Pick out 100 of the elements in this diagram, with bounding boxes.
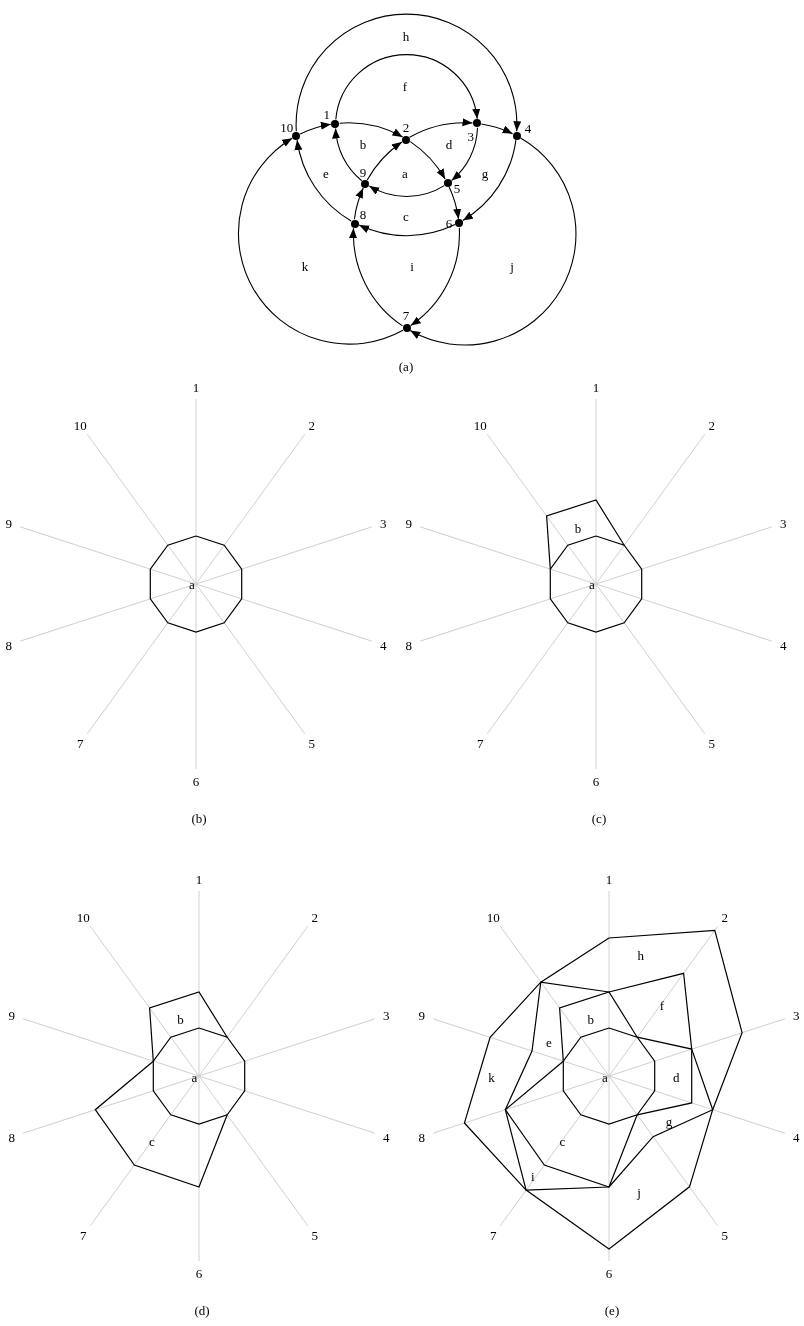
spoke-label: 9 [5,516,12,530]
vertex-label: 2 [402,120,410,134]
face-label: h [637,948,644,962]
vertex-dot [331,120,340,128]
panel-caption: (c) [591,811,607,825]
panel-caption: (d) [194,1303,210,1317]
arc-arrow [353,187,364,220]
spoke-label: 5 [311,1228,319,1242]
vertex-dot [402,323,411,332]
arc-arrow [299,122,332,135]
spoke-label: 1 [192,380,200,394]
spoke-label: 2 [308,418,316,432]
arc-arrow [409,141,446,180]
arc-arrow [368,185,445,197]
face-label: f [659,998,664,1012]
arc-arrow [462,139,517,221]
vertex-label: 7 [402,308,410,322]
spoke-label: 3 [380,516,387,530]
spoke-label: 9 [8,1008,15,1022]
spoke-label: 10 [486,910,500,924]
arc-arrow [410,227,460,327]
spoke-label: 7 [489,1228,497,1242]
spoke-label: 8 [8,1130,15,1144]
face-label: f [402,79,408,93]
vertex-label: 4 [524,121,532,135]
vertex-label: 9 [359,165,367,179]
face-label: d [445,137,453,151]
spoke-label: 6 [192,774,200,788]
face-label: k [488,1070,495,1084]
spoke-label: 5 [308,736,316,750]
arc-arrow [332,127,363,182]
spoke-label: 6 [605,1266,613,1280]
arc-arrow [358,224,456,237]
face-label: a [589,577,595,591]
vertex-label: 1 [323,107,330,121]
face-label: b [177,1012,184,1026]
spoke-label: 2 [708,418,716,432]
arc-arrow [409,137,577,346]
arc-arrow [451,127,479,181]
spoke-label: 9 [418,1008,425,1022]
spoke-label: 5 [708,736,716,750]
spoke-label: 9 [405,516,412,530]
face-label: j [510,259,514,273]
face-label: k [301,259,309,273]
spoke-label: 6 [195,1266,203,1280]
vertex-dot [512,131,521,140]
arc-arrow [335,54,480,121]
spoke-label: 8 [5,638,12,652]
vertex-label: 3 [467,129,474,143]
face-label: a [191,1070,198,1084]
face-label: d [672,1070,680,1084]
spoke-label: 3 [383,1008,390,1022]
spoke-label: 2 [721,910,729,924]
face-label: i [531,1169,535,1183]
spoke-label: 8 [418,1130,425,1144]
arc-arrow [448,186,461,220]
spoke-label: 4 [380,638,387,652]
spoke-label: 8 [405,638,412,652]
face-label: b [359,137,367,151]
spoke-label: 7 [76,736,84,750]
vertex-dot [292,131,300,140]
face-label: a [402,166,408,180]
spoke-label: 10 [76,910,90,924]
spoke-label: 3 [793,1008,800,1022]
face-label: e [546,1035,552,1049]
vertex-dot [350,219,359,228]
face-label: e [323,166,329,180]
face-label: j [637,1185,641,1199]
vertex-dot [455,219,464,228]
arc-arrow [480,123,514,135]
spoke-label: 5 [721,1228,729,1242]
face-label: b [587,1012,594,1026]
vertex-label: 10 [280,120,294,134]
spoke-label: 10 [473,418,487,432]
face-label: a [602,1070,608,1084]
vertex-label: 5 [453,181,461,195]
vertex-dot [402,136,410,144]
spoke-label: 1 [195,872,203,886]
spoke-label: 1 [605,872,613,886]
arc-arrow [366,141,403,181]
face-label: g [665,1114,673,1128]
arc-arrow [339,122,404,138]
vertex-label: 6 [445,216,453,230]
spoke-label: 1 [592,380,600,394]
panel-caption: (e) [604,1303,620,1317]
arc-arrow [295,139,352,222]
arc-arrow [295,13,521,132]
spoke-label: 3 [780,516,787,530]
vertex-dot [473,119,481,128]
vertex-dot [443,178,452,187]
panel-caption: (b) [191,811,207,825]
spoke-label: 4 [383,1130,390,1144]
arc-arrow [349,227,404,327]
spoke-label: 4 [780,638,787,652]
face-label: a [189,577,195,591]
vertex-label: 8 [359,207,367,221]
face-label: c [559,1134,566,1147]
face-label: h [402,29,410,43]
arc-arrow [237,137,404,345]
face-label: c [148,1134,155,1147]
